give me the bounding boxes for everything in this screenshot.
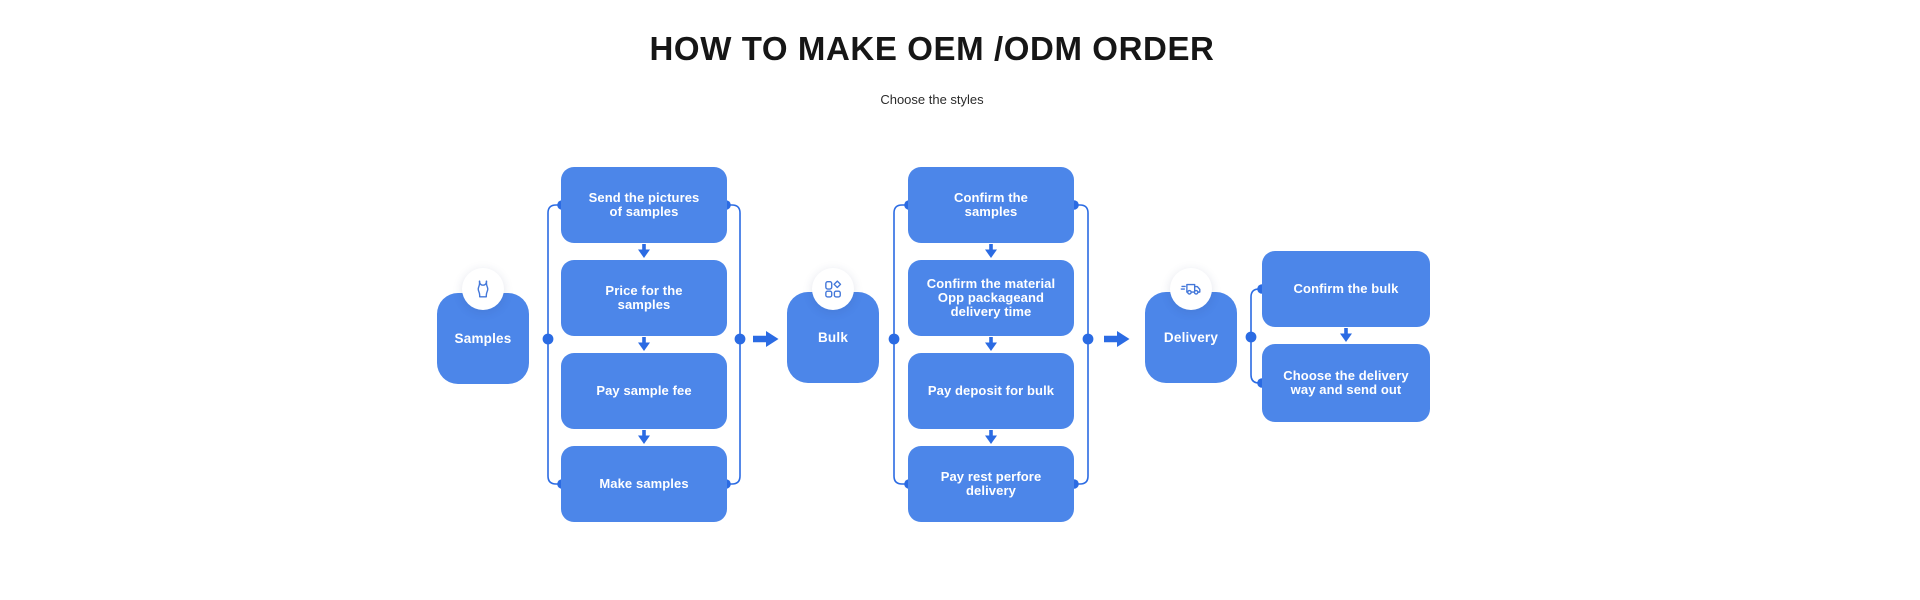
- delivery-icon-circle: [1170, 268, 1212, 310]
- step-box: Pay deposit for bulk: [908, 353, 1074, 429]
- flow-arrow-icon: [753, 331, 779, 347]
- down-arrow-icon: [638, 337, 650, 351]
- step-label: Confirm the samples: [953, 190, 1029, 219]
- step-label: Pay rest perfore delivery: [940, 469, 1042, 498]
- node-label: Bulk: [817, 330, 849, 345]
- step-box: Pay rest perfore delivery: [908, 446, 1074, 522]
- step-box: Send the pictures of samples: [561, 167, 727, 243]
- connector-dot: [1245, 331, 1257, 343]
- down-arrow-icon: [1340, 328, 1352, 342]
- step-box: Price for the samples: [561, 260, 727, 336]
- step-box: Choose the delivery way and send out: [1262, 344, 1430, 422]
- bracket-line: [893, 204, 908, 485]
- down-arrow-icon: [638, 430, 650, 444]
- bulk-icon-circle: [812, 268, 854, 310]
- node-label: Samples: [454, 331, 512, 346]
- step-label: Pay deposit for bulk: [927, 383, 1055, 398]
- step-label: Price for the samples: [605, 283, 683, 312]
- truck-icon: [1180, 283, 1201, 295]
- down-arrow-icon: [985, 244, 997, 258]
- step-label: Confirm the bulk: [1293, 281, 1399, 296]
- connector-dot: [1082, 333, 1094, 345]
- step-label: Make samples: [599, 476, 689, 491]
- step-label: Confirm the material Opp packageand deli…: [926, 276, 1056, 319]
- down-arrow-icon: [638, 244, 650, 258]
- swimsuit-icon: [477, 280, 489, 298]
- step-label: Send the pictures of samples: [588, 190, 700, 219]
- samples-icon-circle: [462, 268, 504, 310]
- down-arrow-icon: [985, 337, 997, 351]
- bracket-line: [1073, 204, 1089, 485]
- step-box: Confirm the material Opp packageand deli…: [908, 260, 1074, 336]
- step-label: Pay sample fee: [596, 383, 692, 398]
- connector-dot: [888, 333, 900, 345]
- node-label: Delivery: [1163, 330, 1219, 345]
- bracket-line: [725, 204, 741, 485]
- step-box: Confirm the samples: [908, 167, 1074, 243]
- step-box: Confirm the bulk: [1262, 251, 1430, 327]
- page-subtitle: Choose the styles: [880, 92, 984, 107]
- step-box: Make samples: [561, 446, 727, 522]
- step-box: Pay sample fee: [561, 353, 727, 429]
- connector-dot: [542, 333, 554, 345]
- down-arrow-icon: [985, 430, 997, 444]
- bracket-line: [547, 204, 563, 485]
- connector-dot: [734, 333, 746, 345]
- packages-icon: [825, 280, 842, 298]
- flow-arrow-icon: [1104, 331, 1130, 347]
- step-label: Choose the delivery way and send out: [1283, 368, 1409, 397]
- page-title: HOW TO MAKE OEM /ODM ORDER: [649, 30, 1215, 67]
